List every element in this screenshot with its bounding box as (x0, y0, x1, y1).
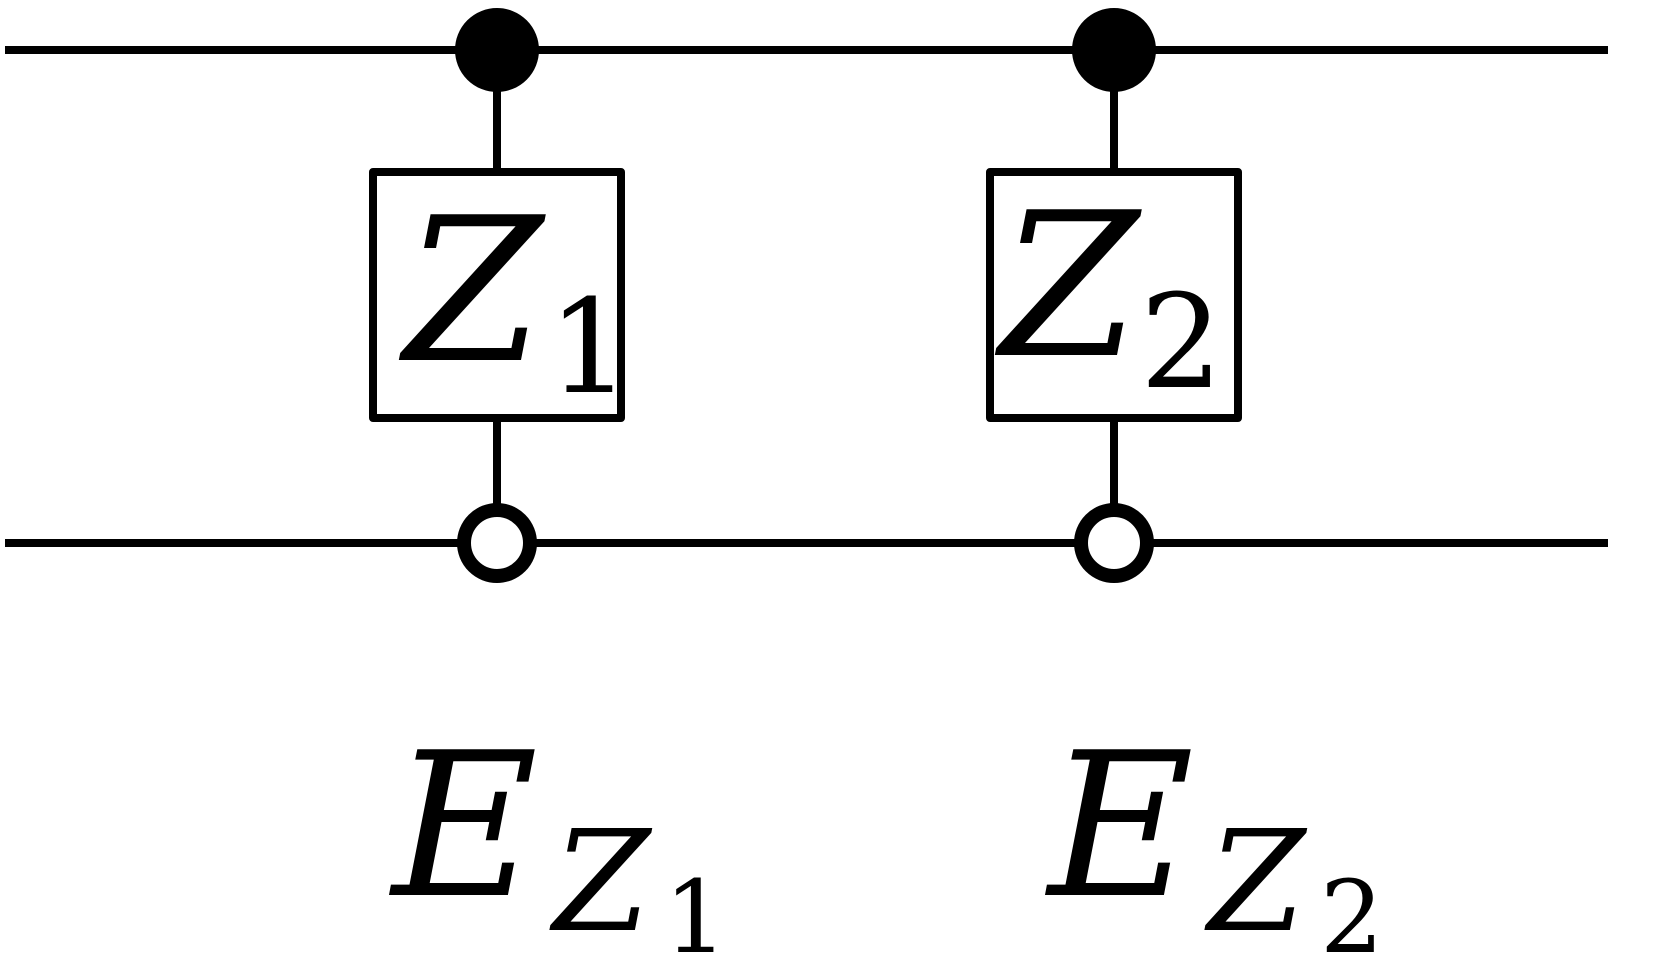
gate-2-symbol: Z (994, 170, 1142, 403)
gate-1-symbol: Z (398, 175, 546, 408)
gate-2-filled-control-dot (1072, 8, 1156, 92)
gate-2-box (986, 168, 1242, 422)
label-e-z2-sub-symbol: Z (1204, 801, 1308, 955)
gate-1-box (369, 168, 625, 422)
gate-2-label: Z 2 (994, 170, 1223, 418)
label-e-z1-sub-index: 1 (664, 859, 728, 955)
label-e-z1-sub-symbol: Z (549, 801, 653, 955)
label-e-z2: E Z 2 (1044, 710, 1384, 955)
gate-2-open-control-dot (1074, 503, 1154, 583)
gate-1-subscript: 1 (548, 271, 631, 423)
label-e-z1: E Z 1 (388, 710, 728, 955)
gate-2-subscript: 2 (1140, 266, 1223, 418)
gate-1-filled-control-dot (455, 8, 539, 92)
gate-1-open-control-dot (457, 503, 537, 583)
controlled-gate-1: Z 1 (369, 8, 631, 583)
controlled-gate-2: Z 2 (986, 8, 1242, 583)
label-e-z2-main: E (1044, 710, 1194, 943)
label-e-z2-sub-index: 2 (1320, 859, 1384, 955)
label-e-z1-main: E (388, 710, 538, 943)
gate-1-label: Z 1 (398, 175, 631, 423)
